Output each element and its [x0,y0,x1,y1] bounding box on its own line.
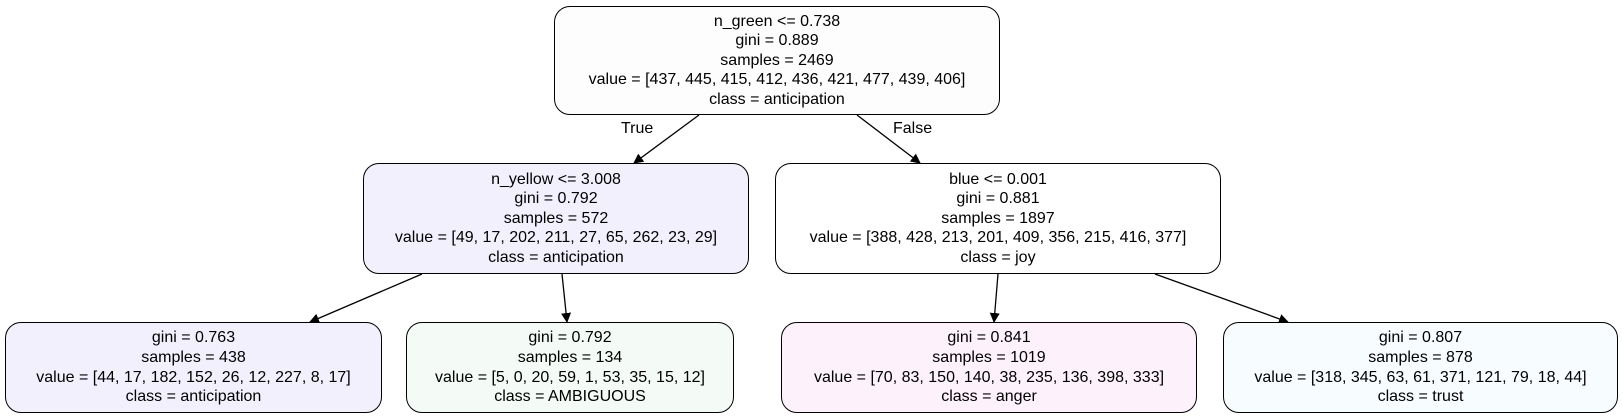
node-samples: samples = 1019 [932,348,1046,366]
node-samples: samples = 878 [1368,348,1473,366]
right-split-node: blue <= 0.001 gini = 0.881 samples = 189… [775,163,1221,274]
node-gini: gini = 0.841 [947,329,1031,347]
node-value: value = [44, 17, 182, 152, 26, 12, 227, … [36,368,351,386]
node-value: value = [5, 0, 20, 59, 1, 53, 35, 15, 12… [435,368,705,386]
node-samples: samples = 2469 [720,51,834,69]
node-class: class = anticipation [709,90,845,108]
node-split-rule: blue <= 0.001 [949,170,1047,188]
edge-root-right [856,114,921,164]
edge-label-true: True [621,120,654,137]
node-class: class = anticipation [125,388,262,406]
edge-root-left [633,114,700,164]
node-split-rule: n_yellow <= 3.008 [491,170,621,188]
root-node: n_green <= 0.738 gini = 0.889 samples = … [554,6,1000,115]
node-samples: samples = 1897 [941,209,1055,227]
node-value: value = [49, 17, 202, 211, 27, 65, 262, … [394,229,718,247]
node-class: class = trust [1377,388,1464,406]
node-value: value = [318, 345, 63, 61, 371, 121, 79,… [1254,368,1587,386]
leaf-node-anticipation: gini = 0.763 samples = 438 value = [44, … [5,322,382,413]
node-class: class = anger [941,388,1037,406]
node-value: value = [388, 428, 213, 201, 409, 356, 2… [809,229,1187,247]
left-split-node: n_yellow <= 3.008 gini = 0.792 samples =… [363,163,749,274]
node-class: class = anticipation [488,248,624,266]
leaf-node-ambiguous: gini = 0.792 samples = 134 value = [5, 0… [406,322,734,413]
node-gini: gini = 0.889 [735,32,819,50]
edge-left-leaf-lr [561,273,572,323]
node-class: class = AMBIGUOUS [494,388,646,406]
node-gini: gini = 0.792 [514,190,598,208]
edge-right-leaf-rr [1154,273,1289,324]
node-class: class = joy [960,248,1036,266]
edge-left-leaf-ll [309,273,423,324]
node-gini: gini = 0.763 [151,329,236,347]
node-value: value = [437, 445, 415, 412, 436, 421, 4… [588,71,966,89]
leaf-node-trust: gini = 0.807 samples = 878 value = [318,… [1223,322,1618,413]
node-samples: samples = 134 [517,348,623,366]
node-samples: samples = 438 [141,348,246,366]
leaf-node-anger: gini = 0.841 samples = 1019 value = [70,… [781,322,1197,413]
edge-right-leaf-rl [989,273,1000,323]
edge-label-false: False [893,120,933,137]
node-gini: gini = 0.792 [528,329,612,347]
node-split-rule: n_green <= 0.738 [713,12,841,30]
node-gini: gini = 0.807 [1378,329,1463,347]
node-value: value = [70, 83, 150, 140, 38, 235, 136,… [813,368,1165,386]
node-gini: gini = 0.881 [956,190,1040,208]
node-samples: samples = 572 [503,209,609,227]
